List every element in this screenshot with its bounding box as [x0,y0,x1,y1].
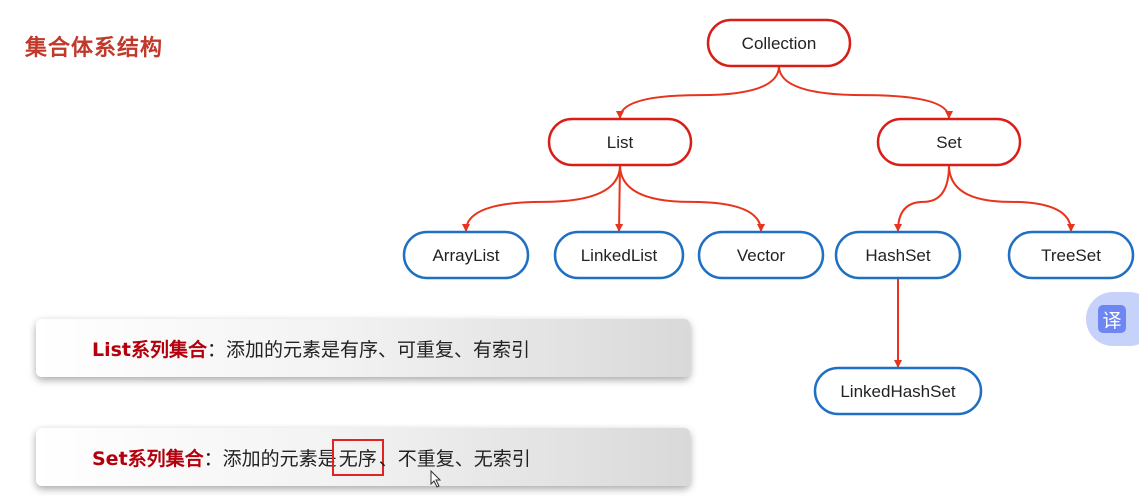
node-box-vector [697,230,825,280]
set-note-keyword: Set系列集合 [92,447,204,470]
node-box-arraylist [402,230,530,280]
node-list: List [547,117,693,167]
node-box-treeset [1007,230,1135,280]
node-label-treeset: TreeSet [1041,246,1101,265]
node-box-linkedlist [553,230,685,280]
list-note-text: 添加的元素是有序、可重复、有索引 [226,338,531,361]
edge-list-to-arraylist [462,164,621,232]
page-title: 集合体系结构 [25,36,164,61]
node-treeset: TreeSet [1007,230,1135,280]
node-linkedlist: LinkedList [553,230,685,280]
edge-collection-to-list [616,65,780,119]
node-hashset: HashSet [834,230,962,280]
node-box-set [876,117,1022,167]
node-vector: Vector [697,230,825,280]
node-label-linkedhashset: LinkedHashSet [840,382,956,401]
edge-list-to-vector [619,164,765,232]
node-box-list [547,117,693,167]
list-note-box: List系列集合 ： 添加的元素是有序、可重复、有索引 [36,319,690,377]
node-label-vector: Vector [737,246,786,265]
set-note-separator: ： [203,447,223,470]
node-box-hashset [834,230,962,280]
node-label-linkedlist: LinkedList [581,246,658,265]
set-note-highlight: 无序 [331,438,384,476]
list-note-keyword: List系列集合 [92,338,208,361]
edge-set-to-hashset [894,164,950,232]
node-label-set: Set [936,133,962,152]
node-label-hashset: HashSet [865,246,930,265]
node-box-linkedhashset [813,366,983,416]
translate-icon: 译 [1098,305,1126,333]
edge-collection-to-set [778,65,953,119]
node-arraylist: ArrayList [402,230,530,280]
set-note-suffix: 、不重复、无索引 [378,447,531,470]
node-label-arraylist: ArrayList [432,246,499,265]
edge-set-to-treeset [948,164,1075,232]
list-note-separator: ： [207,338,227,361]
node-box-collection [706,18,852,68]
node-label-list: List [607,133,634,152]
set-note-prefix: 添加的元素是 [222,447,337,470]
node-set: Set [876,117,1022,167]
set-note-box: Set系列集合 ： 添加的元素是 无序 、不重复、无索引 [36,428,690,486]
node-label-collection: Collection [742,34,817,53]
translate-button[interactable]: 译 [1086,292,1139,346]
node-collection: Collection [706,18,852,68]
mouse-cursor-icon [430,470,442,488]
node-linkedhashset: LinkedHashSet [813,366,983,416]
edge-list-to-linkedlist [615,164,624,232]
